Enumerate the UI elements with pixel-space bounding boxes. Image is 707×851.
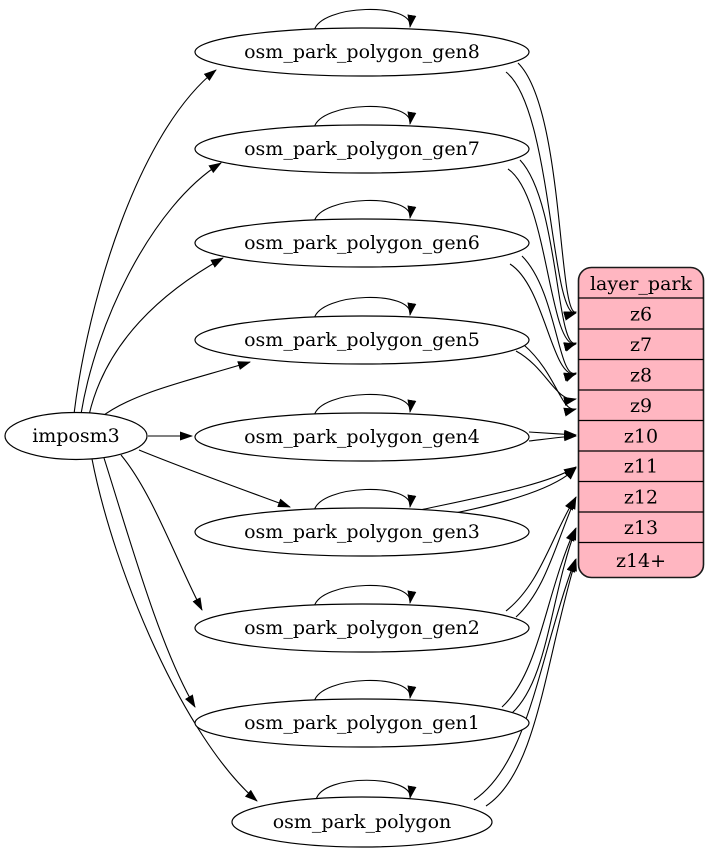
node-osm-park-polygon-gen3: osm_park_polygon_gen3 [194, 507, 530, 557]
node-gen5-label: osm_park_polygon_gen5 [244, 329, 480, 351]
node-gen4-shape [194, 412, 530, 462]
node-osm-park-polygon-gen4: osm_park_polygon_gen4 [194, 412, 530, 462]
record-row-z9: z9 [630, 395, 652, 417]
node-imposm3-shape [4, 411, 148, 461]
selfloop-gen5 [313, 296, 417, 320]
edge-polygon-to-z14-a [485, 558, 577, 807]
edge-gen7-to-z7-a [507, 168, 577, 351]
edge-imposm3-to-gen2 [120, 454, 203, 611]
node-imposm3-label: imposm3 [32, 425, 120, 447]
layer-park-record-box [577, 266, 705, 579]
self-loops [313, 8, 417, 801]
node-gen7-shape [194, 124, 530, 174]
node-gen8-shape [194, 27, 530, 77]
node-polygon-label: osm_park_polygon [273, 811, 452, 833]
selfloop-gen7 [313, 105, 417, 129]
edge-gen4-to-z10-a [528, 429, 577, 439]
edge-imposm3-to-polygon [91, 458, 258, 802]
selfloop-polygon [315, 779, 417, 801]
edge-gen5-to-z9-b [523, 344, 577, 417]
edges-tables-to-layer [419, 62, 577, 807]
node-gen8-label: osm_park_polygon_gen8 [244, 41, 480, 63]
node-gen5-shape [194, 315, 530, 365]
node-gen3-shape [194, 507, 530, 557]
selfloop-gen8 [313, 8, 417, 32]
edge-gen3-to-z11-b [449, 467, 577, 515]
selfloop-gen4 [313, 393, 417, 417]
node-gen6-label: osm_park_polygon_gen6 [244, 232, 480, 254]
record-row-z13: z13 [624, 517, 658, 539]
edge-imposm3-to-gen5 [99, 361, 251, 419]
node-gen4-label: osm_park_polygon_gen4 [244, 426, 480, 448]
edge-gen8-to-z6-b [517, 62, 577, 320]
record-row-z8: z8 [630, 365, 652, 387]
node-gen1-label: osm_park_polygon_gen1 [244, 712, 480, 734]
edge-gen1-to-z13-b [501, 528, 576, 708]
record-row-z10: z10 [624, 426, 658, 448]
node-osm-park-polygon-gen7: osm_park_polygon_gen7 [194, 124, 530, 174]
node-osm-park-polygon-gen5: osm_park_polygon_gen5 [194, 315, 530, 365]
selfloop-gen6 [313, 199, 417, 223]
edge-gen1-to-z13-a [511, 527, 577, 714]
selfloop-gen2 [313, 584, 417, 608]
node-osm-park-polygon-gen6: osm_park_polygon_gen6 [194, 218, 530, 268]
edge-gen4-to-z10-b [528, 432, 577, 442]
edge-gen2-to-z12-b [505, 497, 576, 612]
edge-gen8-to-z6-a [505, 71, 577, 321]
layer-park-record: layer_park z6 z7 z8 z9 z10 z11 z12 z13 z… [577, 266, 705, 579]
edge-imposm3-to-gen3 [138, 449, 291, 508]
node-gen6-shape [194, 218, 530, 268]
record-row-z7: z7 [630, 334, 652, 356]
node-gen3-label: osm_park_polygon_gen3 [244, 521, 480, 543]
record-row-z12: z12 [624, 487, 658, 509]
edge-imposm3-to-gen8 [73, 69, 217, 415]
edge-polygon-to-z14-b [473, 559, 576, 801]
edge-imposm3-to-gen1 [103, 457, 196, 708]
edge-imposm3-to-gen7 [80, 162, 222, 415]
node-polygon-shape [231, 796, 493, 848]
selfloop-gen1 [313, 679, 417, 703]
node-osm-park-polygon-gen2: osm_park_polygon_gen2 [194, 603, 530, 653]
record-row-z6: z6 [630, 304, 652, 326]
record-row-z11: z11 [624, 456, 658, 478]
selfloop-gen3 [313, 488, 417, 512]
edge-gen6-to-z8-a [509, 263, 577, 382]
node-gen1-shape [194, 698, 530, 748]
edge-gen5-to-z9-a [515, 350, 577, 406]
record-title: layer_park [590, 273, 693, 295]
edges-imposm3-fanout [73, 69, 291, 802]
record-row-z14: z14+ [616, 550, 666, 572]
edge-gen2-to-z12-a [515, 496, 577, 618]
node-osm-park-polygon-gen1: osm_park_polygon_gen1 [194, 698, 530, 748]
node-gen2-label: osm_park_polygon_gen2 [244, 617, 480, 639]
edge-imposm3-to-gen6 [88, 257, 224, 416]
edge-gen6-to-z8-b [521, 255, 577, 382]
node-gen7-label: osm_park_polygon_gen7 [244, 138, 480, 160]
node-osm-park-polygon-gen8: osm_park_polygon_gen8 [194, 27, 530, 77]
edge-gen7-to-z7-b [519, 159, 577, 352]
node-osm-park-polygon: osm_park_polygon [231, 796, 493, 848]
node-imposm3: imposm3 [4, 411, 148, 461]
node-gen2-shape [194, 603, 530, 653]
